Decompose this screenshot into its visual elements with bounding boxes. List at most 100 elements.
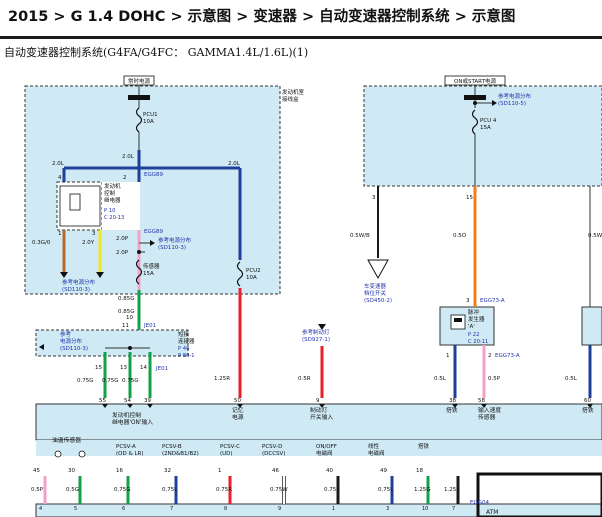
joint-ref-label: P 46 <box>178 346 189 352</box>
wire-label: 0.75B <box>324 487 340 493</box>
fuse2-label: PCU2 <box>246 268 261 274</box>
bottom-label: (OD & LR) <box>116 451 144 457</box>
pulse-sensor-label: 发生器 <box>468 315 485 323</box>
joint-label: 连接器 <box>178 337 195 345</box>
pin-label: 11 <box>122 323 129 329</box>
bottom-label: PCSV-A <box>116 444 136 450</box>
pcm-pin-desc: 继电器'ON'输入 <box>112 418 153 426</box>
pulse-ref-label: C 20-11 <box>468 339 488 345</box>
pulse-sensor-label: 'A' <box>468 324 475 330</box>
pcm-pin-label: 60 <box>584 398 591 404</box>
pin-label: 2 <box>123 175 127 181</box>
pin-arrow-icon <box>452 404 458 408</box>
junction-dot <box>473 101 477 105</box>
inhibitor-switch-icon <box>367 259 389 280</box>
pulse-sensor-label: 脉冲 <box>468 308 480 316</box>
fuse2-icon <box>236 261 244 287</box>
wire-label: 0.3G/0 <box>32 240 51 246</box>
fuse1-label: 10A <box>143 119 154 125</box>
bottom-label: ON/OFF <box>316 444 337 450</box>
module-boxes <box>24 85 602 517</box>
arrow-icon <box>492 100 497 106</box>
sensor-fuse-icon <box>135 259 143 285</box>
pin-label: 3 <box>92 231 96 237</box>
pcm-pin-label: 40 <box>326 468 333 474</box>
connector-label: EGG73-A <box>480 298 505 304</box>
ref-power-mid: (SD110-3) <box>158 245 186 251</box>
pcm-pin-label: 1 <box>218 468 222 474</box>
connector-pin-label: 10 <box>422 506 428 512</box>
sensor-fuse-label: 15A <box>143 271 154 277</box>
junction-dot <box>128 346 132 350</box>
ref-power-left: 参考电源分布 <box>62 278 96 286</box>
wire-label: 0.85G <box>118 296 135 302</box>
connector-pin-label: 9 <box>278 506 281 512</box>
connector-pin-label: 5 <box>74 506 77 512</box>
wire-label: 0.5O <box>453 233 467 239</box>
fuse1-label: PCU1 <box>143 112 158 118</box>
header-divider <box>0 36 602 39</box>
pin-label: 4 <box>58 175 62 181</box>
connector-label: JE01 <box>155 366 168 372</box>
relay-label: 控制 <box>104 189 116 197</box>
wire-label: 2.0L <box>52 161 65 167</box>
ref-power-right: (SD110-5) <box>498 101 526 107</box>
bottom-label: PCSV-D <box>262 444 282 450</box>
fuse4-label: PCU 4 <box>480 118 497 124</box>
connector-label: EGG89 <box>144 172 163 178</box>
pin-label: 1 <box>446 353 450 359</box>
engine-room-label: 接线盒 <box>282 95 299 103</box>
ref-power-mid: 参考电源分布 <box>158 236 192 244</box>
wire-label: 0.75L <box>378 487 394 493</box>
wire-label: 0.5L <box>434 376 447 382</box>
arrow-icon <box>318 324 326 330</box>
pin-label: 2 <box>488 353 492 359</box>
pcm-pin-label: 45 <box>33 468 40 474</box>
pin-label: 13 <box>120 365 127 371</box>
connector-pin-label: 1 <box>332 506 335 512</box>
pcm-pin-label: 49 <box>380 468 387 474</box>
pcm-pin-label: 32 <box>164 468 171 474</box>
pcm-pin-desc: 记忆 <box>232 406 244 414</box>
pcm-pin-desc: 搭铁 <box>446 406 458 414</box>
pcm-pin-desc: 搭铁 <box>582 406 594 414</box>
wire-label: 2.0Y <box>82 240 95 246</box>
pcm-pin-desc: 电源 <box>232 413 244 421</box>
relay-ref-label: C 20-13 <box>104 215 124 221</box>
inhibitor-label: 档位开关 <box>364 289 387 297</box>
joint-ref-label: P 80-1 <box>178 353 195 359</box>
wire-label: 2.0L <box>228 161 241 167</box>
sensor-fuse-label: 传感器 <box>143 262 160 270</box>
pcm-bottom-box <box>35 503 602 517</box>
wire-label: 0.75G <box>122 378 139 384</box>
busbar <box>464 95 486 100</box>
pulse-sensor-core-icon <box>454 318 462 322</box>
pcm-top-box <box>35 403 602 441</box>
bottom-label: PCSV-B <box>162 444 182 450</box>
relay-label: 发动机 <box>104 182 121 190</box>
inhibitor-label: (SD450-2) <box>364 298 392 304</box>
wire-label: 0.5G <box>66 487 79 493</box>
breadcrumb: 2015 > G 1.4 DOHC > 示意图 > 变速器 > 自动变速器控制系… <box>8 9 516 25</box>
brake-ref-label: 参考制动灯 <box>302 328 330 336</box>
wire-label: 0.85G <box>118 309 135 315</box>
relay-icon <box>59 185 101 227</box>
pcm-pin-desc: 输入速度 <box>478 406 501 414</box>
pin-label: 3 <box>372 195 376 201</box>
wire-label: 2.0P <box>116 250 129 256</box>
pin-arrow-icon <box>127 404 133 408</box>
wire-label: 0.75G <box>114 487 131 493</box>
ref-power-joint: (SD110-3) <box>60 346 88 352</box>
components <box>39 75 602 517</box>
ref-power-joint: 电源分布 <box>60 337 83 345</box>
wire-label: 1.25B <box>444 487 460 493</box>
arrow-icon <box>39 344 44 350</box>
pin-arrow-icon <box>481 404 487 408</box>
pcm-pin-label: 38 <box>449 398 456 404</box>
oil-temp-minus-icon <box>78 450 86 458</box>
connector-pin-label: 6 <box>122 506 125 512</box>
bottom-label: 油温传感器 <box>52 436 81 444</box>
wire-label: 0.75R <box>216 487 232 493</box>
pcm-pin-desc: 开关输入 <box>310 413 333 421</box>
